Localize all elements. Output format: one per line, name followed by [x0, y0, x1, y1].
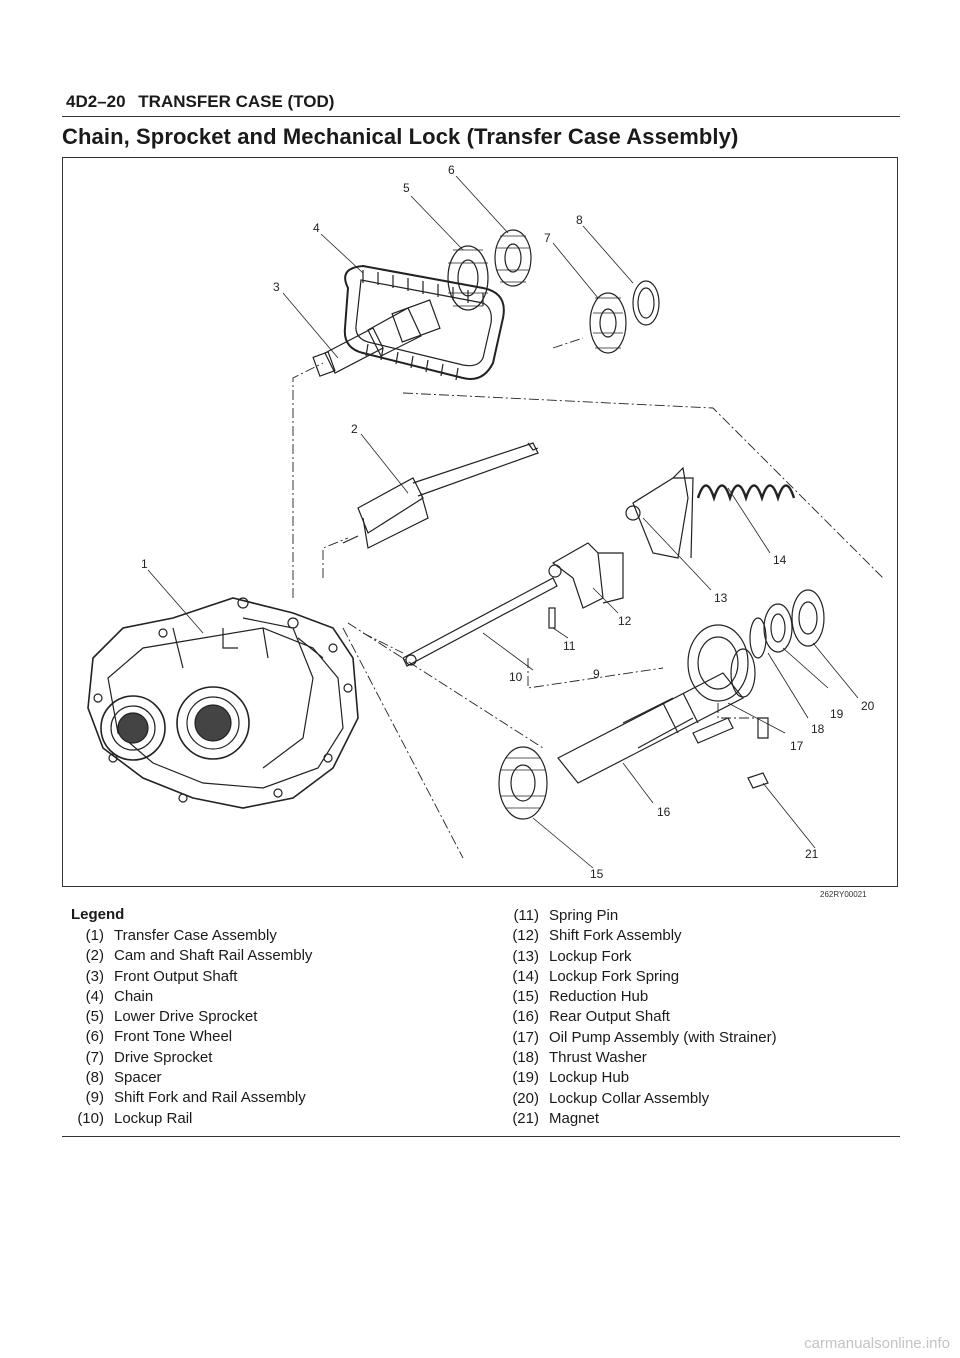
legend-item: (1)Transfer Case Assembly [85, 927, 277, 944]
legend-item: (8)Spacer [85, 1069, 162, 1087]
chain-drawing [343, 264, 505, 381]
legend-item: (6)Front Tone Wheel [85, 1028, 233, 1046]
legend-item: (5)Lower Drive Sprocket [85, 1008, 258, 1026]
callout-13: 13 [714, 591, 728, 605]
callout-7: 7 [544, 231, 551, 245]
transfer-case-housing [87, 597, 359, 809]
watermark: carmanualsonline.info [804, 1335, 950, 1352]
callout-12: 12 [618, 614, 632, 628]
legend-column-left: (1)Transfer Case Assembly (2)Cam and Sha… [62, 926, 462, 1129]
legend-item: (10)Lockup Rail [77, 1109, 193, 1127]
legend-item: (18)Thrust Washer [512, 1049, 647, 1067]
legend-item: (21)Magnet [512, 1109, 600, 1127]
rear-output-shaft-drawing [557, 648, 756, 784]
callout-3: 3 [273, 280, 280, 294]
spacer-drawing [632, 280, 660, 326]
legend-item: (11)Spring Pin [513, 907, 619, 924]
callout-5: 5 [403, 181, 410, 195]
legend-item: (13)Lockup Fork [512, 947, 632, 965]
callout-16: 16 [657, 805, 671, 819]
legend-item: (3)Front Output Shaft [85, 967, 238, 985]
legend-item: (12)Shift Fork Assembly [512, 927, 682, 945]
assembly-guide-lines [292, 337, 884, 859]
legend-item: (15)Reduction Hub [512, 988, 649, 1006]
callout-15: 15 [590, 867, 604, 881]
cam-shaft-rail-drawing [342, 442, 539, 549]
lockup-fork-drawing [625, 466, 694, 559]
page-header: 4D2–20 TRANSFER CASE (TOD) [66, 92, 334, 112]
legend-item: (19)Lockup Hub [512, 1069, 630, 1087]
callout-17: 17 [790, 739, 804, 753]
legend-column-right: (11)Spring Pin (12)Shift Fork Assembly (… [497, 906, 897, 1129]
legend-item: (7)Drive Sprocket [85, 1048, 213, 1066]
footer-rule [62, 1136, 900, 1137]
callout-numbers: 1 2 3 4 5 6 7 8 9 10 11 12 13 14 15 16 1… [141, 163, 875, 881]
legend-title: Legend [71, 906, 125, 923]
callout-21: 21 [805, 847, 819, 861]
callout-11: 11 [563, 639, 576, 653]
magnet-drawing [747, 772, 769, 789]
oil-pump-drawing [687, 624, 769, 744]
callout-19: 19 [830, 707, 844, 721]
lockup-hub-drawing [763, 603, 793, 653]
header-rule [62, 116, 900, 117]
reduction-hub-drawing [498, 746, 548, 820]
legend-item: (20)Lockup Collar Assembly [512, 1089, 710, 1107]
front-output-shaft-drawing [312, 299, 441, 377]
shift-fork-assembly-drawing [548, 542, 624, 609]
exploded-view-figure: 1 2 3 4 5 6 7 8 9 10 11 12 13 14 15 16 1… [62, 157, 898, 887]
page-title: Chain, Sprocket and Mechanical Lock (Tra… [62, 124, 739, 149]
lockup-collar-drawing [791, 589, 825, 647]
callout-2: 2 [351, 422, 358, 436]
lockup-rail-drawing [402, 577, 558, 667]
legend-item: (4)Chain [85, 987, 154, 1005]
leader-lines [147, 175, 859, 869]
figure-code: 262RY00021 [820, 890, 867, 899]
callout-14: 14 [773, 553, 787, 567]
lower-drive-sprocket-drawing [447, 245, 489, 311]
legend-item: (16)Rear Output Shaft [512, 1008, 670, 1026]
lockup-fork-spring-drawing [696, 484, 796, 502]
legend-item: (2)Cam and Shaft Rail Assembly [85, 947, 313, 965]
section-number: 4D2–20 [66, 92, 126, 111]
spring-pin-drawing [548, 607, 556, 629]
thrust-washer-drawing [749, 617, 767, 659]
callout-9: 9 [593, 667, 600, 681]
callout-20: 20 [861, 699, 875, 713]
section-title: TRANSFER CASE (TOD) [138, 92, 335, 111]
callout-6: 6 [448, 163, 455, 177]
callout-10: 10 [509, 670, 523, 684]
legend-item: (9)Shift Fork and Rail Assembly [85, 1089, 306, 1107]
callout-18: 18 [811, 722, 825, 736]
callout-4: 4 [313, 221, 320, 235]
callout-1: 1 [141, 557, 148, 571]
drive-sprocket-drawing [589, 292, 627, 354]
front-tone-wheel-drawing [494, 229, 532, 287]
exploded-view-drawing: 1 2 3 4 5 6 7 8 9 10 11 12 13 14 15 16 1… [87, 163, 884, 881]
legend-item: (14)Lockup Fork Spring [512, 967, 680, 985]
callout-8: 8 [576, 213, 583, 227]
legend-item: (17)Oil Pump Assembly (with Strainer) [512, 1028, 777, 1046]
